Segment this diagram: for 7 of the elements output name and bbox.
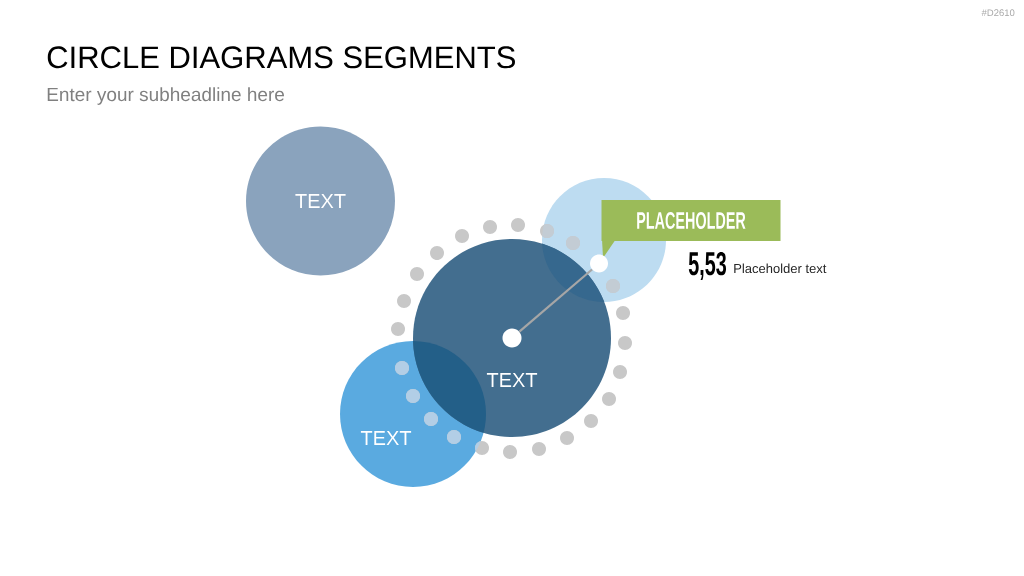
- subtitle: Enter your subheadline here: [47, 87, 284, 105]
- value-label: Placeholder text: [734, 263, 827, 274]
- slide-code: #D2610: [981, 9, 1015, 17]
- pointer-dot: [590, 254, 608, 273]
- pointer-dot: [502, 328, 522, 348]
- title: CIRCLE DIAGRAMS SEGMENTS: [47, 46, 515, 69]
- leader-line: [518, 268, 593, 333]
